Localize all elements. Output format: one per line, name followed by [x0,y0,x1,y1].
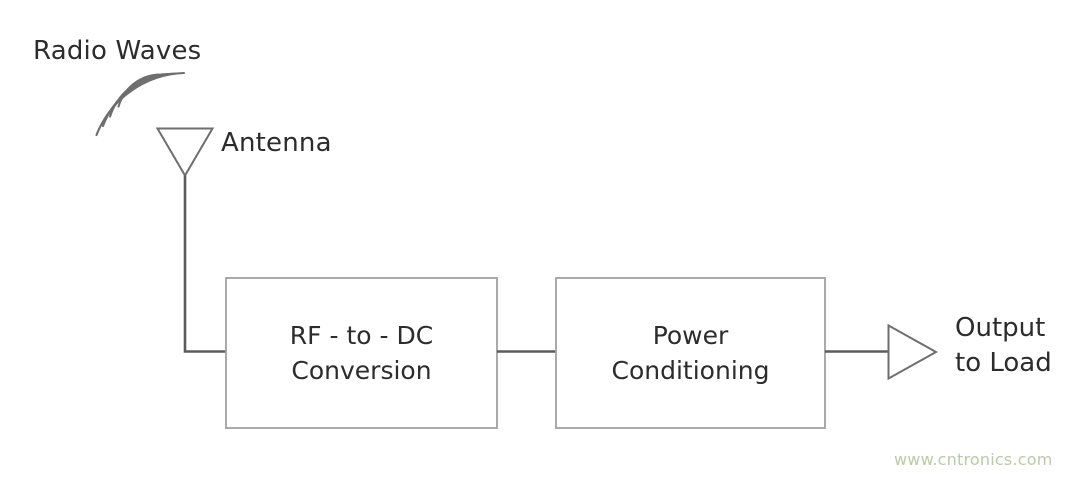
block-label-rf-to-dc-conversion: RF - to - DC Conversion [289,320,434,386]
radio-wave-arcs-icon [95,71,186,137]
output-load-icon [887,323,939,381]
label-radio-waves: Radio Waves [33,36,202,66]
antenna-feed-line [183,175,226,353]
watermark: www.cntronics.com [894,450,1053,469]
label-antenna: Antenna [221,128,332,158]
antenna-icon [155,127,215,178]
radio-wave-arc-4 [95,71,186,137]
label-output-to-load: Output to Load [955,313,1052,378]
block-rf-to-dc-conversion [225,277,498,429]
block-power-conditioning [555,277,826,429]
block-label-power-conditioning: Power Conditioning [611,320,770,386]
